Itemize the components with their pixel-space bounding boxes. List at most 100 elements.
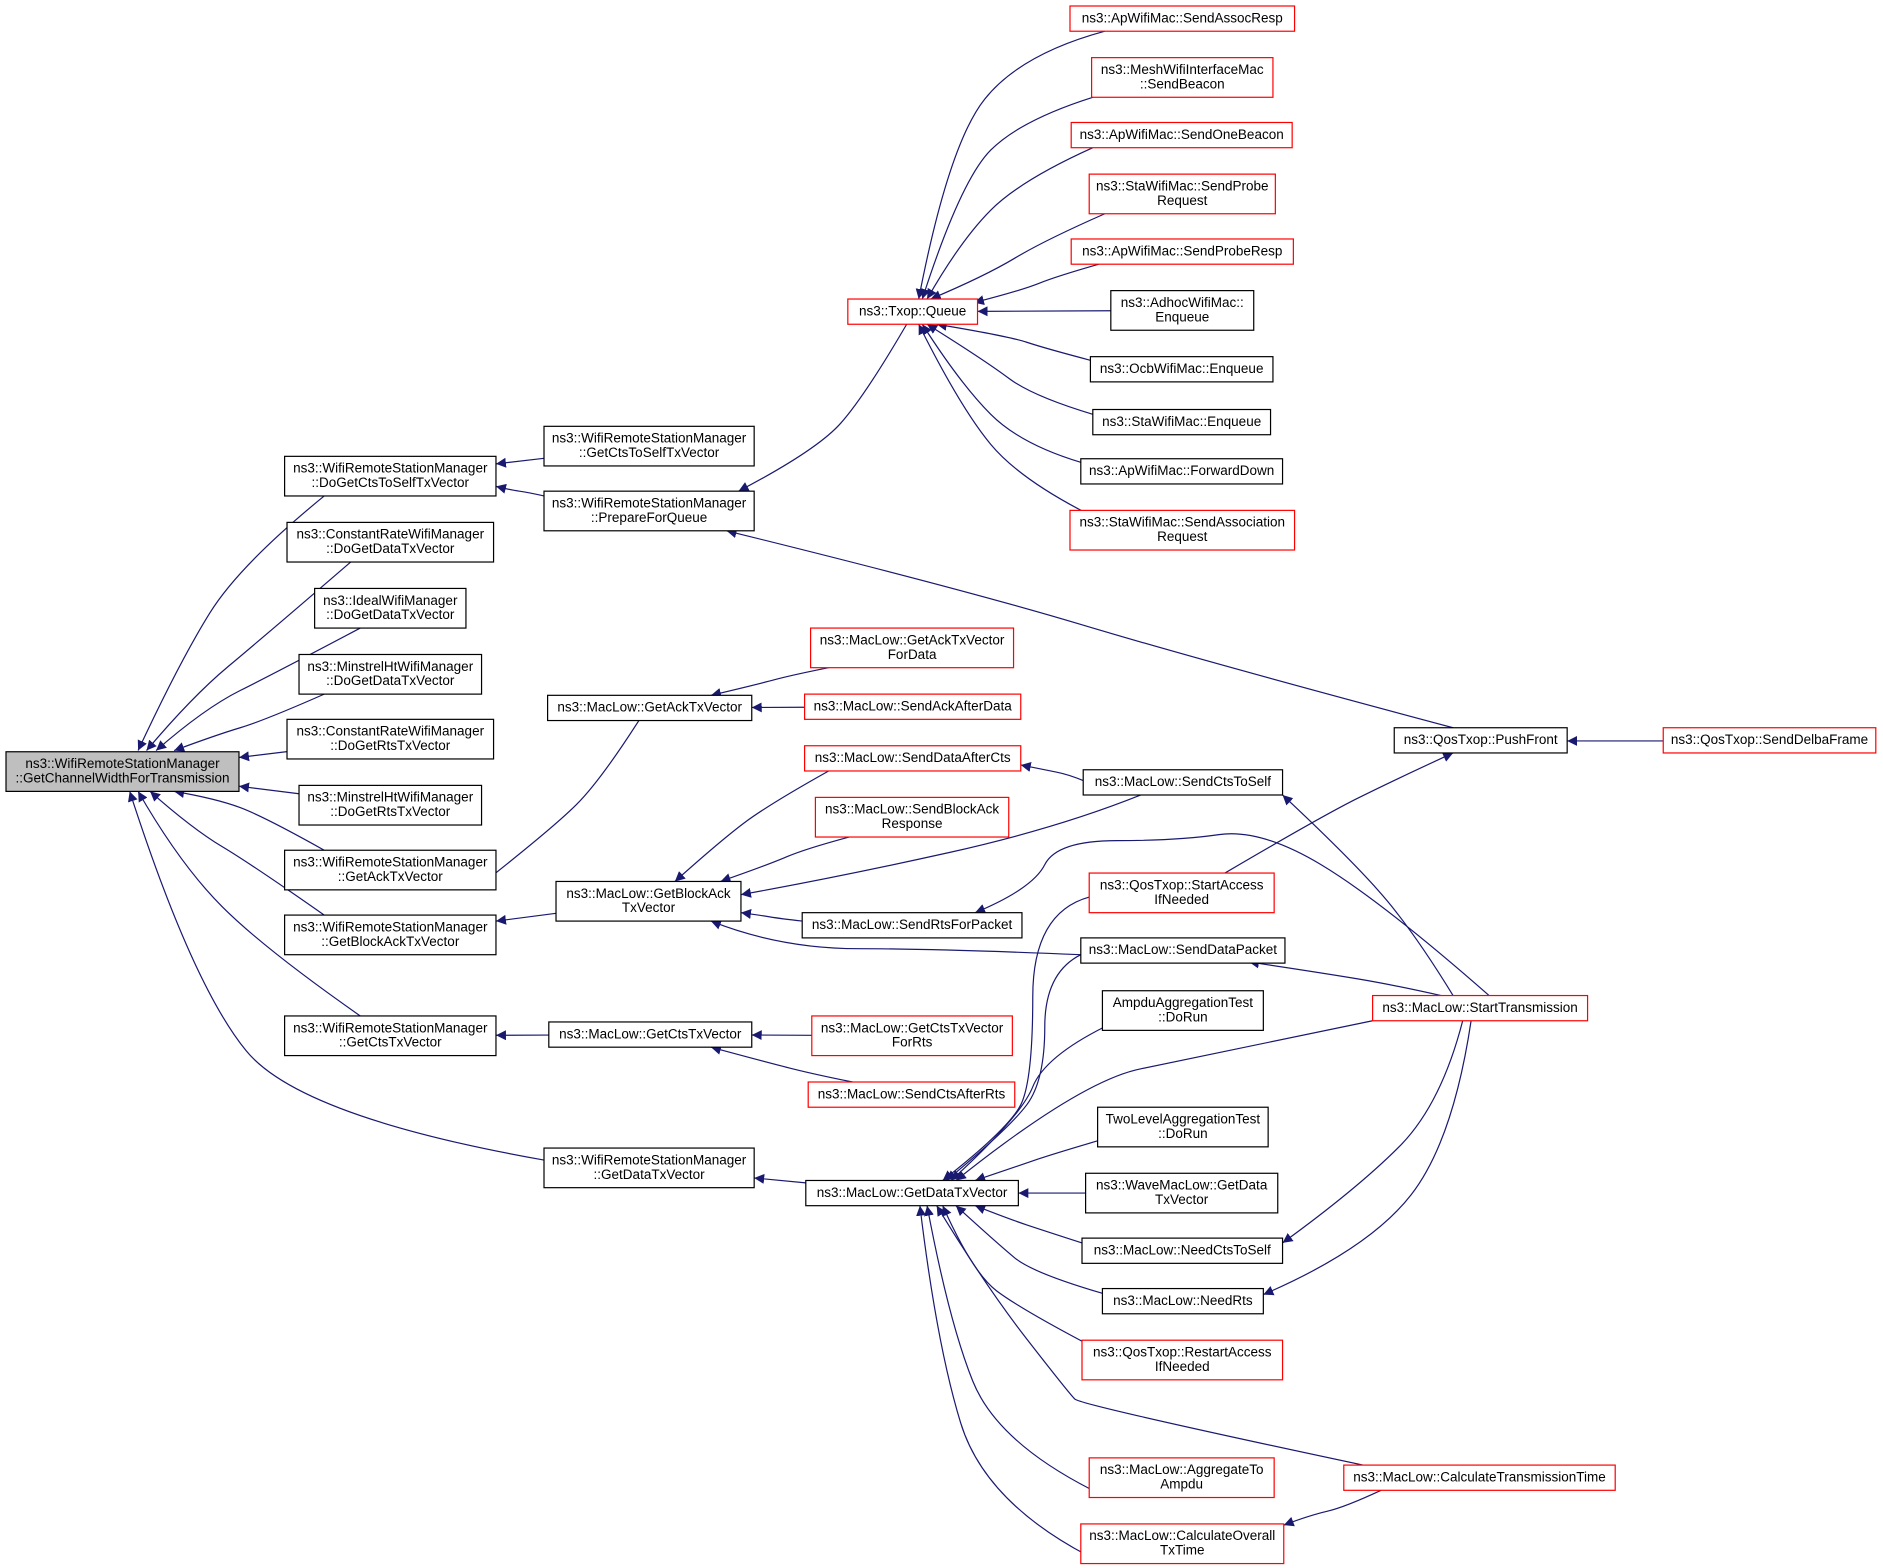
edges-layer (128, 30, 1664, 1556)
node-label: ::DoGetCtsToSelfTxVector (312, 475, 470, 490)
node-ocbEnqueue[interactable]: ns3::OcbWifiMac::Enqueue (1089, 356, 1274, 383)
node-apSendAssoc[interactable]: ns3::ApWifiMac::SendAssocResp (1069, 5, 1296, 32)
node-constDoGetData[interactable]: ns3::ConstantRateWifiManager::DoGetDataT… (286, 521, 495, 563)
edge-adhocEnqueue-to-txopQueue (977, 306, 1111, 317)
edge-apForwardDown-to-txopQueue (921, 323, 1081, 463)
node-label: ns3::MacLow::GetAckTxVector (820, 632, 1005, 647)
node-qosPushFront[interactable]: ns3::QosTxop::PushFront (1393, 727, 1568, 754)
edge-qosStartAccess-to-macGetData (942, 896, 1090, 1181)
node-sendRtsForPacket[interactable]: ns3::MacLow::SendRtsForPacket (801, 912, 1023, 939)
node-wrsmGetBlockAck[interactable]: ns3::WifiRemoteStationManager::GetBlockA… (284, 914, 497, 956)
node-sendDataPacket[interactable]: ns3::MacLow::SendDataPacket (1080, 937, 1286, 964)
node-label: TwoLevelAggregationTest (1106, 1112, 1261, 1127)
node-label: Request (1157, 529, 1208, 544)
node-qosSendDelba[interactable]: ns3::QosTxop::SendDelbaFrame (1662, 727, 1877, 754)
node-wrsmGetData[interactable]: ns3::WifiRemoteStationManager::GetDataTx… (543, 1147, 755, 1189)
node-label: ns3::AdhocWifiMac:: (1121, 295, 1244, 310)
node-waveGetData[interactable]: ns3::WaveMacLow::GetDataTxVector (1085, 1172, 1279, 1214)
node-label: ::DoGetRtsTxVector (330, 804, 451, 819)
node-box (1082, 769, 1284, 796)
edge-calcTransmissionTime-to-calcOverallTxTime (1283, 1489, 1382, 1527)
node-twoLevelTest[interactable]: TwoLevelAggregationTest::DoRun (1097, 1106, 1269, 1148)
node-label: ns3::MinstrelHtWifiManager (307, 659, 473, 674)
node-macGetCts[interactable]: ns3::MacLow::GetCtsTxVector (548, 1021, 753, 1048)
node-minstrelDoGetRts[interactable]: ns3::MinstrelHtWifiManager::DoGetRtsTxVe… (298, 784, 483, 826)
node-box (314, 587, 467, 629)
edge-sendCtsToSelf-to-sendDataAfterCts (1020, 762, 1084, 782)
node-constDoGetRts[interactable]: ns3::ConstantRateWifiManager::DoGetRtsTx… (286, 718, 495, 760)
node-apForwardDown[interactable]: ns3::ApWifiMac::ForwardDown (1080, 458, 1284, 485)
edge-apSendProbeResp-to-txopQueue (973, 263, 1099, 305)
node-label: Enqueue (1155, 309, 1209, 324)
node-wrsmGetCtsToSelf[interactable]: ns3::WifiRemoteStationManager::GetCtsToS… (543, 425, 755, 467)
node-label: IfNeeded (1154, 892, 1209, 907)
node-label: AmpduAggregationTest (1113, 995, 1254, 1010)
node-box (543, 490, 755, 532)
node-box (298, 784, 483, 826)
edge-qosPushFront-to-wrsmPrepare (726, 528, 1454, 729)
node-needRts[interactable]: ns3::MacLow::NeedRts (1101, 1287, 1264, 1315)
node-box (1097, 1106, 1269, 1148)
node-box (1662, 727, 1877, 754)
node-ampduTest[interactable]: AmpduAggregationTest::DoRun (1101, 990, 1264, 1031)
edge-doGetCtsToSelf-to-root (137, 495, 325, 751)
node-apSendOneBeacon[interactable]: ns3::ApWifiMac::SendOneBeacon (1070, 121, 1293, 149)
node-meshSendBeacon[interactable]: ns3::MeshWifiInterfaceMac::SendBeacon (1091, 57, 1274, 98)
node-wrsmPrepare[interactable]: ns3::WifiRemoteStationManager::PrepareFo… (543, 490, 755, 532)
node-minstrelDoGetData[interactable]: ns3::MinstrelHtWifiManager::DoGetDataTxV… (298, 653, 483, 695)
node-label: ::DoGetDataTxVector (326, 541, 455, 556)
node-box (1070, 238, 1294, 265)
node-box (286, 521, 495, 563)
node-wrsmGetAck[interactable]: ns3::WifiRemoteStationManager::GetAckTxV… (284, 849, 497, 891)
node-label: ::GetAckTxVector (338, 869, 444, 884)
edge-wrsmGetCtsToSelf-to-doGetCtsToSelf (495, 457, 545, 468)
node-wrsmGetCts[interactable]: ns3::WifiRemoteStationManager::GetCtsTxV… (284, 1015, 497, 1057)
node-calcTransmissionTime[interactable]: ns3::MacLow::CalculateTransmissionTime (1343, 1464, 1616, 1491)
node-label: ns3::MacLow::GetBlockAck (566, 886, 731, 901)
node-macGetAck[interactable]: ns3::MacLow::GetAckTxVector (547, 694, 753, 722)
edge-sendDataPacket-to-macGetData (945, 954, 1082, 1181)
node-label: ns3::WifiRemoteStationManager (552, 431, 747, 446)
node-box (1088, 173, 1276, 215)
node-sendCtsAfterRts[interactable]: ns3::MacLow::SendCtsAfterRts (807, 1081, 1016, 1108)
node-idealDoGetData[interactable]: ns3::IdealWifiManager::DoGetDataTxVector (314, 587, 467, 629)
node-box (1091, 57, 1274, 98)
node-macGetBlockAck[interactable]: ns3::MacLow::GetBlockAckTxVector (555, 880, 742, 922)
node-label: TxVector (622, 900, 676, 915)
node-sendCtsToSelf[interactable]: ns3::MacLow::SendCtsToSelf (1082, 769, 1284, 796)
node-box (284, 1015, 497, 1057)
node-txopQueue[interactable]: ns3::Txop::Queue (847, 298, 979, 325)
node-macGetData[interactable]: ns3::MacLow::GetDataTxVector (805, 1179, 1019, 1207)
node-adhocEnqueue[interactable]: ns3::AdhocWifiMac::Enqueue (1110, 290, 1255, 331)
edge-constDoGetData-to-root (146, 561, 352, 751)
node-label: ns3::WifiRemoteStationManager (293, 855, 488, 870)
node-label: ::DoGetRtsTxVector (330, 738, 451, 753)
node-staEnqueue[interactable]: ns3::StaWifiMac::Enqueue (1092, 408, 1272, 436)
node-label: ns3::ConstantRateWifiManager (296, 527, 484, 542)
node-needCtsToSelf[interactable]: ns3::MacLow::NeedCtsToSelf (1081, 1237, 1284, 1264)
node-apSendProbeResp[interactable]: ns3::ApWifiMac::SendProbeResp (1070, 238, 1294, 265)
node-doGetCtsToSelf[interactable]: ns3::WifiRemoteStationManager::DoGetCtsT… (284, 455, 497, 497)
node-sendAckAfterData[interactable]: ns3::MacLow::SendAckAfterData (803, 693, 1022, 720)
edge-idealDoGetData-to-root (155, 627, 361, 752)
node-label: ns3::MacLow::SendRtsForPacket (812, 917, 1013, 932)
node-label: ns3::QosTxop::PushFront (1404, 732, 1558, 747)
edge-calcOverallTxTime-to-macGetData (916, 1205, 1088, 1556)
node-startTransmission[interactable]: ns3::MacLow::StartTransmission (1372, 994, 1589, 1022)
node-box (1393, 727, 1568, 754)
node-box (547, 694, 753, 722)
node-label: ns3::StaWifiMac::SendAssociation (1079, 515, 1285, 530)
node-box (1110, 290, 1255, 331)
node-root[interactable]: ns3::WifiRemoteStationManager::GetChanne… (5, 751, 240, 792)
node-sendDataAfterCts[interactable]: ns3::MacLow::SendDataAfterCts (803, 745, 1022, 772)
node-label: ns3::ApWifiMac::SendProbeResp (1082, 243, 1282, 258)
